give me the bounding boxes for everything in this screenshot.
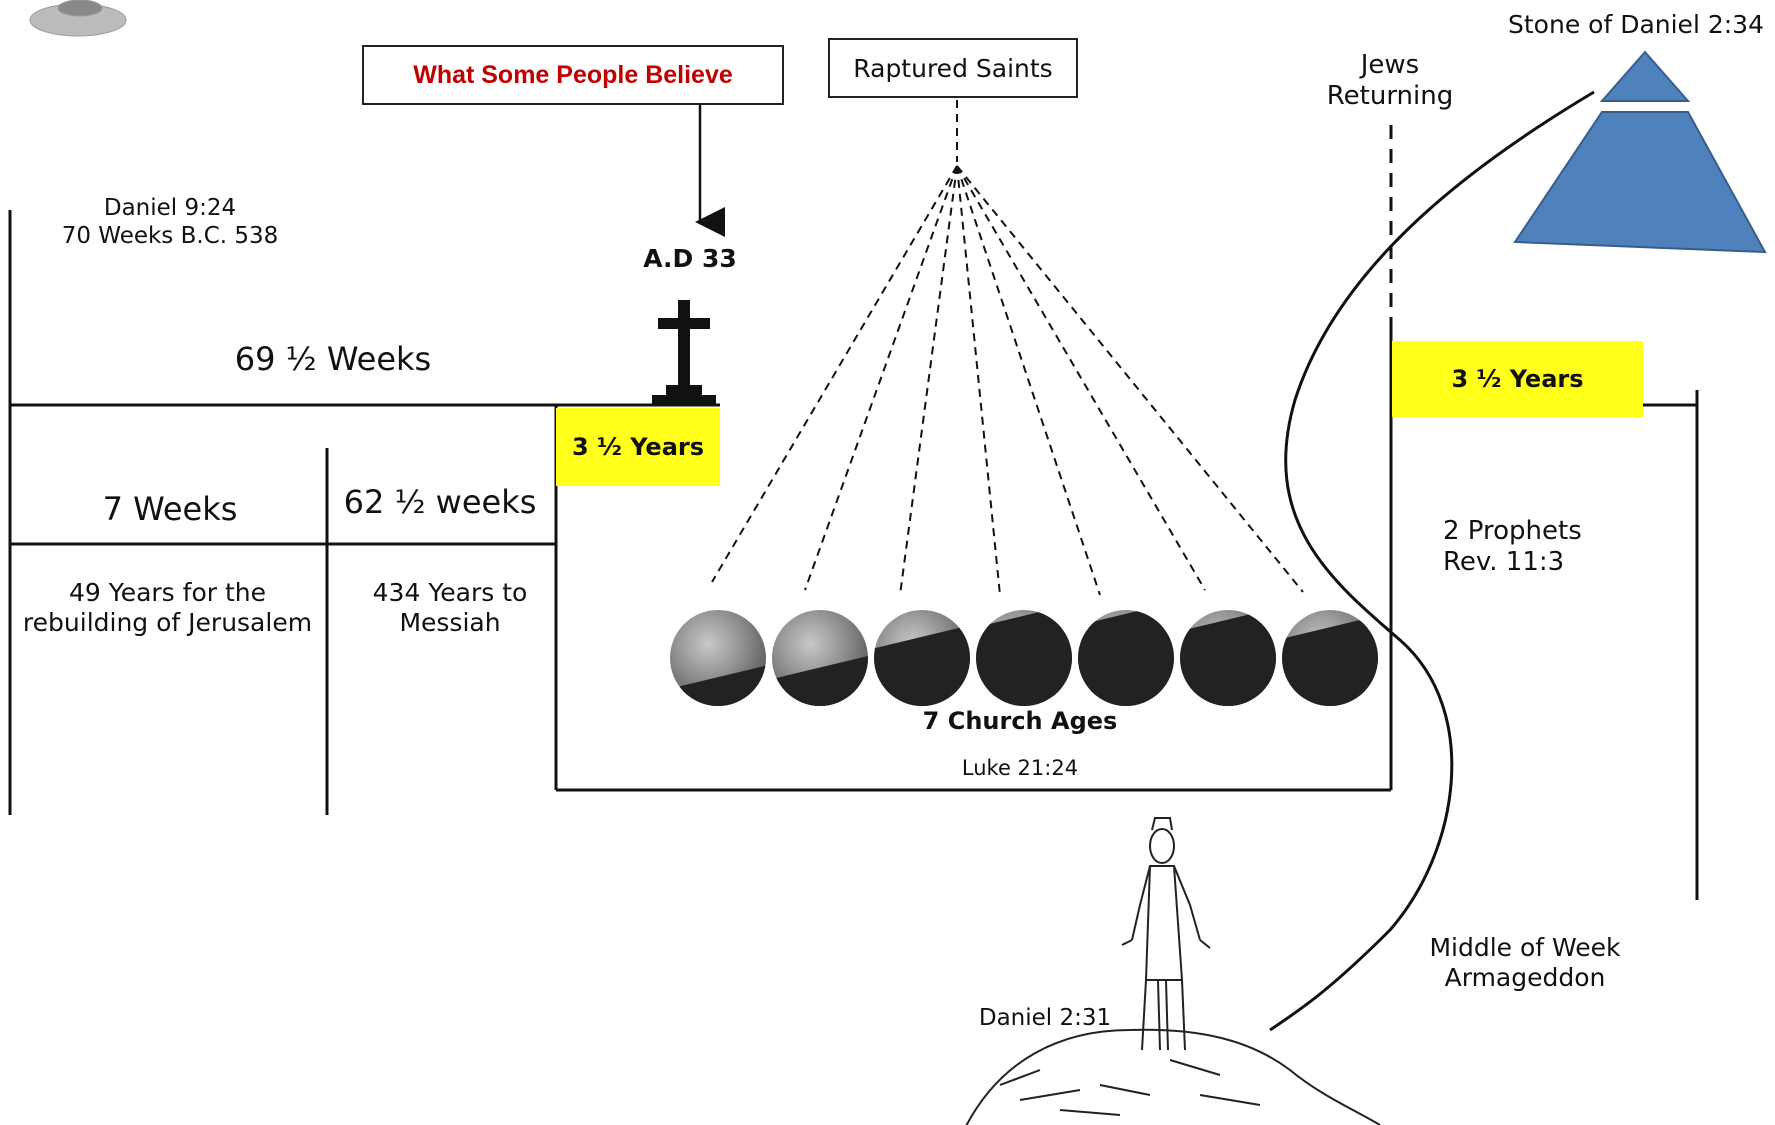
jews-line2: Returning: [1326, 81, 1454, 112]
years-434-label: 434 Years to Messiah: [345, 578, 555, 638]
weeks-62-label: 62 ½ weeks: [343, 483, 537, 521]
ad33-label: A.D 33: [643, 244, 737, 273]
daniel-924-line1: Daniel 9:24: [103, 195, 237, 221]
daniel-231-label: Daniel 2:31: [978, 1005, 1112, 1031]
years-right-highlight: 3 ½ Years: [1392, 341, 1643, 417]
rapture-lines: [711, 100, 1304, 596]
moon-shadow: [1282, 615, 1378, 706]
prophets-line1: 2 Prophets: [1443, 516, 1582, 546]
years-left-label: 3 ½ Years: [571, 433, 705, 461]
church-age-moons: [670, 610, 1378, 706]
stone-label: Stone of Daniel 2:34: [1508, 10, 1764, 39]
years-right-label: 3 ½ Years: [1451, 365, 1584, 393]
armageddon-line2: Armageddon: [1444, 963, 1606, 992]
armageddon-label: Middle of Week Armageddon: [1400, 933, 1650, 993]
weeks-7-label: 7 Weeks: [102, 490, 238, 528]
armageddon-curve: [1269, 90, 1595, 1032]
years-49-label: 49 Years for the rebuilding of Jerusalem: [20, 578, 315, 638]
raptured-saints-box: Raptured Saints: [828, 38, 1078, 98]
years-left-highlight: 3 ½ Years: [556, 408, 720, 486]
moon-shadow: [976, 610, 1072, 706]
years-434-line1: 434 Years to: [372, 578, 528, 607]
prophets-label: 2 Prophets Rev. 11:3: [1443, 516, 1643, 578]
weeks-69-label: 69 ½ Weeks: [234, 340, 432, 378]
callout-box: What Some People Believe: [362, 45, 784, 105]
jews-line1: Jews: [1360, 50, 1420, 80]
jews-returning-label: Jews Returning: [1300, 50, 1480, 112]
years-49-line2: rebuilding of Jerusalem: [22, 608, 313, 637]
raptured-saints-label: Raptured Saints: [853, 53, 1053, 83]
moon-shadow: [1180, 610, 1276, 706]
prophets-line2: Rev. 11:3: [1443, 547, 1565, 578]
stone-icon: [1513, 50, 1767, 254]
moon-shadow: [772, 655, 868, 706]
moon-shadow: [670, 665, 766, 706]
timeline-left: [8, 210, 1699, 900]
church-ages-label: 7 Church Ages: [922, 707, 1118, 735]
moon-shadow: [1078, 610, 1174, 706]
daniel-924-label: Daniel 9:24 70 Weeks B.C. 538: [60, 195, 280, 250]
daniel-924-line2: 70 Weeks B.C. 538: [61, 222, 279, 249]
years-434-line2: Messiah: [399, 608, 501, 637]
moon-shadow: [874, 624, 970, 706]
corner-image-icon: [29, 0, 127, 37]
luke-label: Luke 21:24: [961, 756, 1079, 780]
years-49-line1: 49 Years for the: [68, 578, 266, 607]
cross-icon: [652, 300, 716, 405]
statue-icon: [965, 817, 1381, 1125]
callout-label: What Some People Believe: [413, 60, 733, 89]
armageddon-line1: Middle of Week: [1429, 933, 1621, 962]
